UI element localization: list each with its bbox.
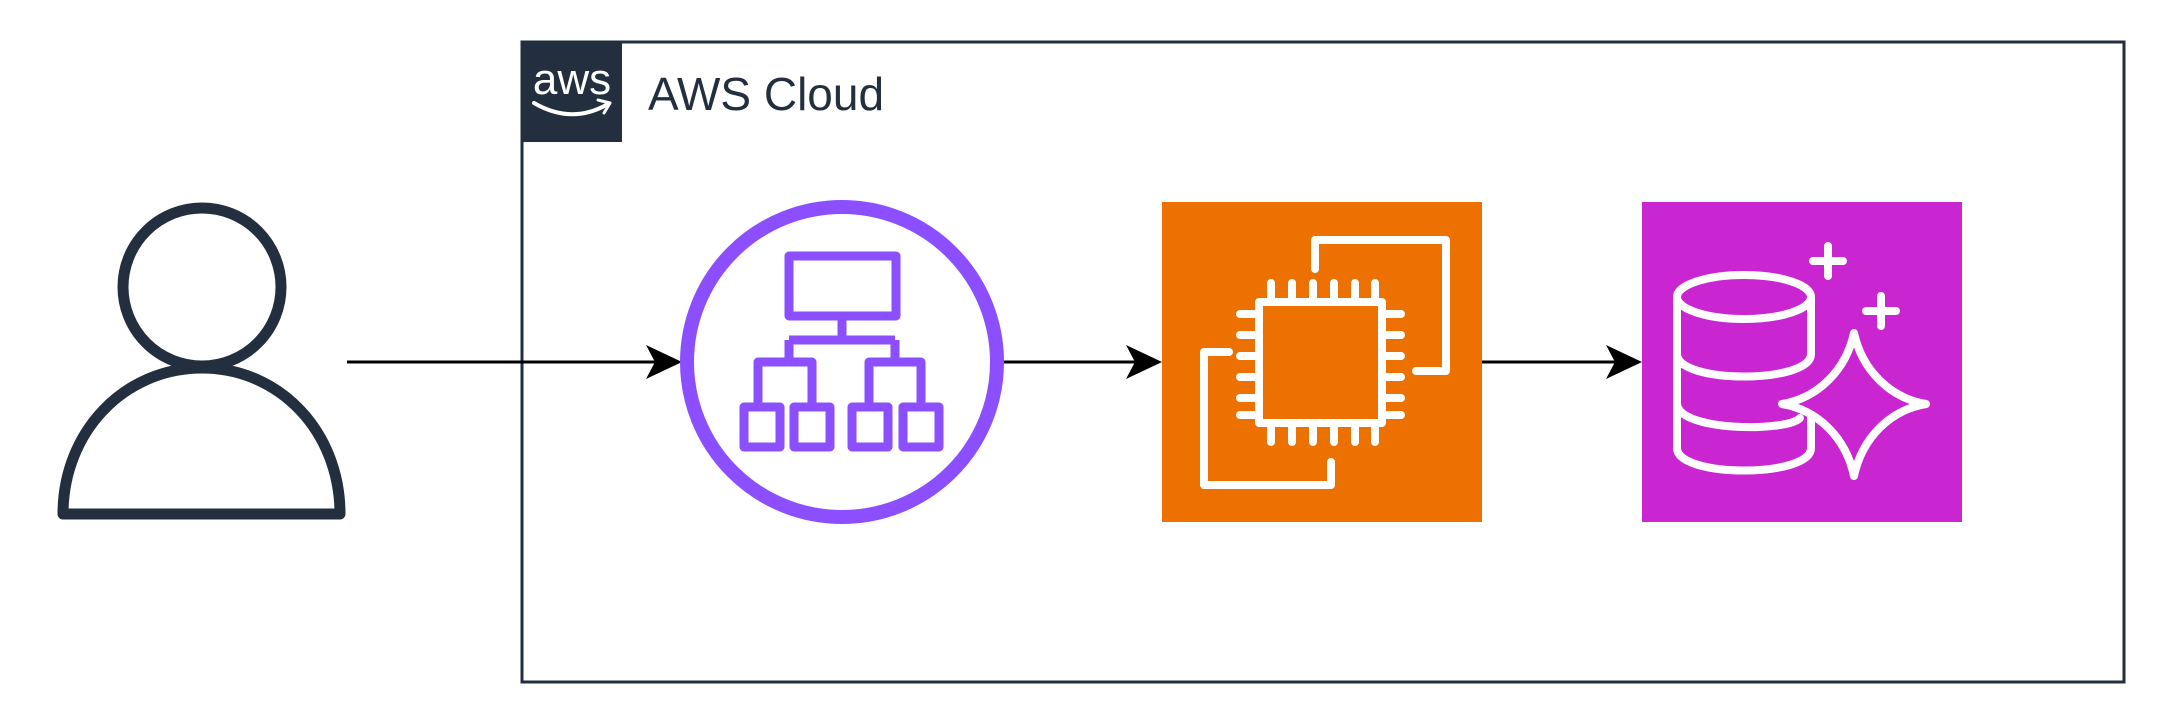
- aurora-database-icon[interactable]: [1642, 202, 1962, 522]
- database-plus-large-icon: [1862, 292, 1900, 330]
- elastic-load-balancing-icon[interactable]: [680, 200, 1004, 524]
- user-icon[interactable]: [57, 202, 346, 520]
- database-plus-small-icon: [1809, 242, 1847, 280]
- ec2-instance-icon[interactable]: [1162, 202, 1482, 522]
- ec2-chip-pins: [1236, 279, 1405, 446]
- arrowhead-database: [1606, 345, 1642, 379]
- ec2-back-frame: [1311, 236, 1450, 375]
- aws-logo-text: aws: [533, 55, 611, 104]
- aws-cloud-group[interactable]: aws AWS Cloud: [520, 40, 2126, 684]
- load-balancer-leaf-2: [789, 402, 835, 452]
- load-balancer-leaf-1: [739, 402, 785, 452]
- load-balancer-leaf-4: [898, 402, 944, 452]
- user-body: [57, 362, 346, 520]
- arrowhead-ec2: [1126, 345, 1162, 379]
- database-cylinder-body: [1673, 293, 1815, 475]
- aws-cloud-label: AWS Cloud: [648, 68, 884, 120]
- connectors: [347, 345, 1642, 379]
- load-balancer-tree-lines: [753, 316, 926, 407]
- user-head: [117, 202, 287, 372]
- ec2-chip: [1255, 298, 1386, 427]
- arrowhead-load-balancer: [646, 345, 682, 379]
- database-sparkle-icon: [1778, 329, 1930, 480]
- ec2-front-frame: [1200, 348, 1335, 489]
- aws-smile-icon: [532, 101, 610, 117]
- aws-smile-arrow-icon: [596, 98, 612, 115]
- load-balancer-ring: [680, 200, 1004, 524]
- aws-logo-badge: [522, 42, 622, 142]
- load-balancer-leaf-3: [847, 402, 893, 452]
